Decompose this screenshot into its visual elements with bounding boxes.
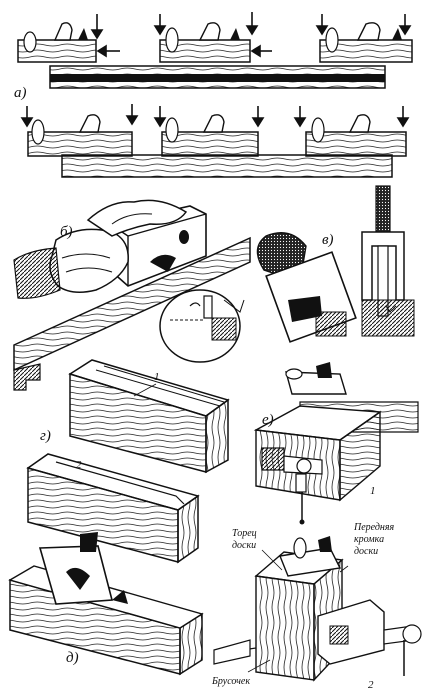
panel-a-label: а)	[14, 85, 27, 101]
board-end-label-line1: Торец	[232, 528, 257, 539]
panel-a: а)	[14, 12, 413, 178]
block-label: Брусочек	[211, 676, 250, 687]
force-arrows-bottom	[20, 104, 410, 128]
panel-e-num-1: 1	[370, 485, 376, 497]
panel-v-plane-side	[361, 185, 415, 337]
panel-e-plane-2	[279, 536, 342, 577]
plane-top-middle	[159, 22, 251, 63]
panel-e: е) 1 Торец доски Передняя кромка доски Б	[211, 362, 422, 691]
panel-e-plane-top	[285, 362, 347, 395]
panel-g-board-2	[26, 453, 200, 564]
panel-v-label: в)	[322, 232, 334, 248]
force-arrows-top	[90, 12, 412, 58]
panel-g-board-1	[68, 359, 230, 474]
panel-d-plane	[38, 532, 128, 605]
front-edge-label-line1: Передняя	[353, 522, 395, 533]
plane-bottom-middle	[161, 114, 259, 157]
panel-v: в)	[256, 185, 415, 343]
panel-b-detail-callout	[159, 289, 245, 363]
panel-g-label: г)	[40, 428, 51, 444]
panel-b-label: б)	[60, 224, 73, 240]
board-end-label-line2: доски	[232, 540, 256, 551]
hand-right	[86, 199, 188, 237]
panel-a-board-top	[49, 65, 386, 89]
panel-e-vise-2	[213, 551, 422, 682]
panel-e-label: е)	[262, 412, 274, 428]
part-2-label: 2	[76, 459, 82, 471]
panel-g: г) 1 2	[26, 359, 230, 564]
panel-b-board	[13, 236, 251, 391]
plane-top-left	[17, 22, 97, 63]
plane-bottom-left	[27, 114, 133, 157]
panel-v-plane-front	[256, 232, 357, 343]
front-edge-label-line3: доски	[354, 546, 378, 557]
panel-e-vise	[253, 405, 383, 525]
part-1-label: 1	[154, 371, 160, 383]
panel-b: б)	[13, 199, 251, 391]
hand-left	[13, 228, 129, 299]
panel-e-num-2: 2	[368, 679, 374, 691]
panel-a-board-bottom	[61, 154, 393, 178]
plane-bottom-right	[305, 114, 407, 157]
panel-d-label: д)	[66, 650, 79, 666]
panel-d: д)	[8, 532, 204, 676]
plane-top-right	[319, 22, 413, 63]
front-edge-label-line2: кромка	[354, 534, 384, 545]
